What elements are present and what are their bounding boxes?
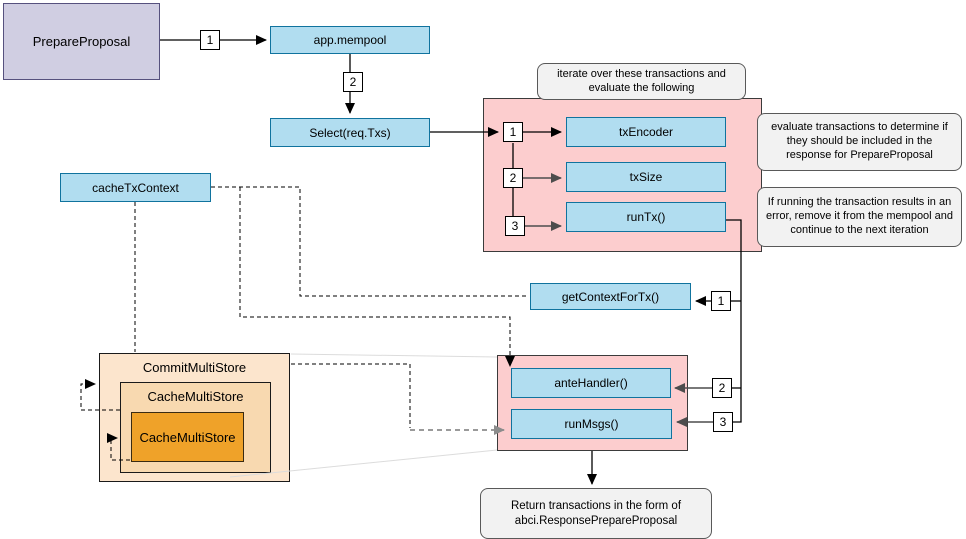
- step-badge-2-antehandler: 2: [712, 378, 732, 398]
- node-app-mempool: app.mempool: [270, 26, 430, 54]
- dashed-context-wires: [80, 186, 528, 461]
- commit-multi-store-label: CommitMultiStore: [142, 360, 247, 375]
- step-badge-2-txsize: 2: [503, 168, 523, 188]
- step-badge-3-runtx: 3: [505, 216, 525, 236]
- dashed-cachetxcontext-to-antehandler: [239, 187, 515, 367]
- gray-flow-arrows: [523, 173, 713, 427]
- node-get-context-for-tx: getContextForTx(): [530, 283, 691, 310]
- node-ante-handler: anteHandler(): [511, 368, 671, 398]
- note-evaluate-transactions: evaluate transactions to determine if th…: [757, 113, 962, 171]
- note-return-transactions: Return transactions in the form of abci.…: [480, 488, 712, 539]
- node-tx-size: txSize: [566, 162, 726, 192]
- dashed-innerstore-to-cachestore: [107, 433, 130, 461]
- step-badge-1-getcontext: 1: [711, 291, 731, 311]
- dashed-cachetxcontext-to-getcontext: [211, 186, 528, 297]
- dashed-cachestore-to-commitstore: [80, 379, 120, 411]
- step-badge-3-runmsgs: 3: [713, 412, 733, 432]
- note-iterate-transactions: iterate over these transactions and eval…: [537, 63, 746, 100]
- node-run-tx: runTx(): [566, 202, 726, 232]
- node-run-msgs: runMsgs(): [511, 409, 672, 439]
- cache-multi-store-inner-box: CacheMultiStore: [131, 412, 244, 462]
- cache-multi-store-label: CacheMultiStore: [147, 389, 244, 404]
- note-error-handling: If running the transaction results in an…: [757, 187, 962, 247]
- dashed-commitstore-elbow: [291, 363, 411, 428]
- step-badge-1-txencoder: 1: [503, 122, 523, 142]
- step-badge-2-select: 2: [343, 72, 363, 92]
- node-tx-encoder: txEncoder: [566, 117, 726, 147]
- edge-runtx-rail: [726, 219, 742, 423]
- step-badge-1-mempool: 1: [200, 30, 220, 50]
- node-cache-tx-context: cacheTxContext: [60, 173, 211, 202]
- node-select-req-txs: Select(req.Txs): [270, 118, 430, 147]
- faint-association-lines: [229, 353, 498, 478]
- node-prepare-proposal: PrepareProposal: [3, 3, 160, 80]
